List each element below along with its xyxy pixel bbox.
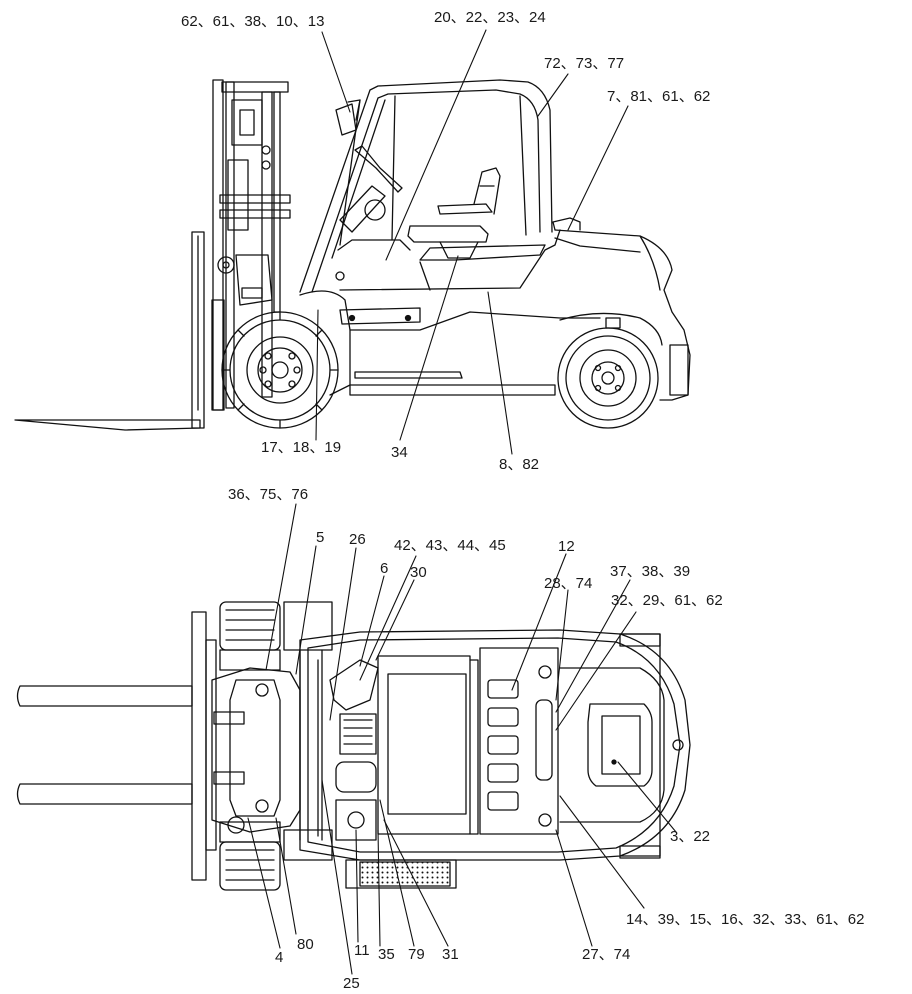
callout-top-18: 79 [408,946,425,963]
callout-top-9: 37、38、39 [610,563,691,580]
top-carriage [211,601,333,861]
forklift-side-view [14,79,691,431]
callout-top-15: 80 [297,936,314,953]
callout-side-7: 8、82 [499,456,540,473]
callout-top-16: 11 [354,942,370,959]
side-overhead-guard [299,79,553,293]
callout-top-8: 28、74 [544,575,593,592]
top-frame [299,629,691,889]
side-fork [14,419,201,431]
callout-top-17: 35 [378,946,395,963]
callout-top-20: 25 [343,975,360,992]
top-fork-2 [16,783,193,805]
callout-top-5: 6 [380,560,389,577]
side-front-wheel [221,311,339,429]
side-body [299,217,691,401]
side-rear-wheel [557,327,659,429]
top-counterweight [559,667,684,823]
callout-top-11: 3、22 [670,828,711,845]
callout-side-4: 7、81、61、62 [607,88,711,105]
callout-top-12: 14、39、15、16、32、33、61、62 [626,911,865,928]
top-battery-deck [377,655,479,835]
top-seat-base [479,647,559,835]
callout-top-10: 32、29、61、62 [611,592,723,609]
callout-top-7: 12 [558,538,575,555]
callout-side-3: 72、73、77 [544,55,625,72]
callout-top-2: 5 [316,529,325,546]
callout-top-13: 27、74 [582,946,631,963]
callout-side-6: 34 [391,444,408,461]
callout-top-19: 31 [442,946,459,963]
side-fork-upright [191,231,205,429]
callout-top-6: 30 [410,564,427,581]
callout-side-2: 20、22、23、24 [434,9,546,26]
side-steering-seat [337,145,501,259]
callout-leader-lines [247,29,677,975]
callout-top-1: 36、75、76 [228,486,309,503]
top-engine-block [321,649,379,841]
callout-side-1: 62、61、38、10、13 [181,13,325,30]
callout-top-4: 42、43、44、45 [394,537,506,554]
side-mast [211,79,291,411]
top-front-tires [219,601,281,891]
forklift-top-view [16,601,691,891]
callout-side-5: 17、18、19 [261,439,342,456]
top-fork-1 [16,685,193,707]
callout-top-3: 26 [349,531,366,548]
callout-top-14: 4 [275,949,284,966]
